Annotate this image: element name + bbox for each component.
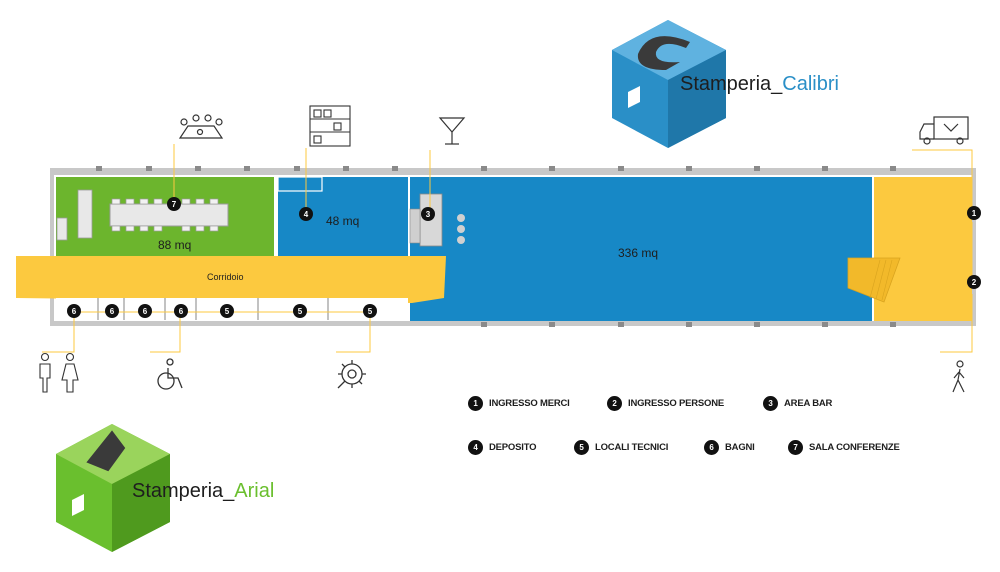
wheelchair-icon xyxy=(157,358,183,390)
storage-wall-notch xyxy=(277,176,323,192)
area-storage: 48 mq xyxy=(326,214,359,228)
marker-2: 2 xyxy=(967,275,981,289)
marker-4: 4 xyxy=(299,207,313,221)
svg-text:5: 5 xyxy=(368,307,373,316)
toilet-people-icon xyxy=(39,352,79,393)
conference-chairs xyxy=(111,198,219,232)
marker-3: 3 xyxy=(421,207,435,221)
calibri-brand: Stamperia_Calibri xyxy=(680,73,839,95)
marker-6b: 6 xyxy=(105,304,119,318)
svg-text:6: 6 xyxy=(110,307,115,316)
truck-icon xyxy=(919,116,969,145)
svg-text:1: 1 xyxy=(972,209,977,218)
marker-6a: 6 xyxy=(67,304,81,318)
conference-table-icon xyxy=(178,114,224,139)
arial-logo xyxy=(56,424,170,552)
walking-person-icon xyxy=(952,360,965,393)
svg-text:5: 5 xyxy=(298,307,303,316)
marker-6c: 6 xyxy=(138,304,152,318)
marker-5b: 5 xyxy=(293,304,307,318)
bar-shelf xyxy=(409,208,421,244)
area-conference: 88 mq xyxy=(158,238,191,252)
main-hall xyxy=(410,177,872,321)
svg-text:2: 2 xyxy=(972,278,977,287)
ramp-lines xyxy=(869,259,893,301)
svg-text:5: 5 xyxy=(225,307,230,316)
entrance-zone xyxy=(874,177,972,321)
calibri-logo xyxy=(612,20,726,148)
marker-7: 7 xyxy=(167,197,181,211)
conference-furniture xyxy=(77,189,93,239)
marker-1: 1 xyxy=(967,206,981,220)
bottom-room-walls xyxy=(97,298,329,320)
marker-6d: 6 xyxy=(174,304,188,318)
bar-stools xyxy=(457,214,465,244)
svg-text:6: 6 xyxy=(72,307,77,316)
entrance-ramp xyxy=(847,257,901,303)
conference-furniture-2 xyxy=(56,217,68,241)
wall-columns xyxy=(96,166,896,327)
marker-5a: 5 xyxy=(220,304,234,318)
corridor-label: Corridoio xyxy=(207,272,244,282)
svg-text:7: 7 xyxy=(172,200,177,209)
gear-wrench-icon xyxy=(337,360,366,389)
marker-5c: 5 xyxy=(363,304,377,318)
shelves-icon xyxy=(309,105,351,147)
leader-lines xyxy=(42,144,973,353)
svg-text:3: 3 xyxy=(426,210,431,219)
area-main: 336 mq xyxy=(618,246,658,260)
corridor xyxy=(16,256,446,303)
svg-text:6: 6 xyxy=(179,307,184,316)
cocktail-icon xyxy=(438,117,466,145)
arial-brand: Stamperia_Arial xyxy=(132,480,274,502)
svg-text:4: 4 xyxy=(304,210,309,219)
svg-text:6: 6 xyxy=(143,307,148,316)
